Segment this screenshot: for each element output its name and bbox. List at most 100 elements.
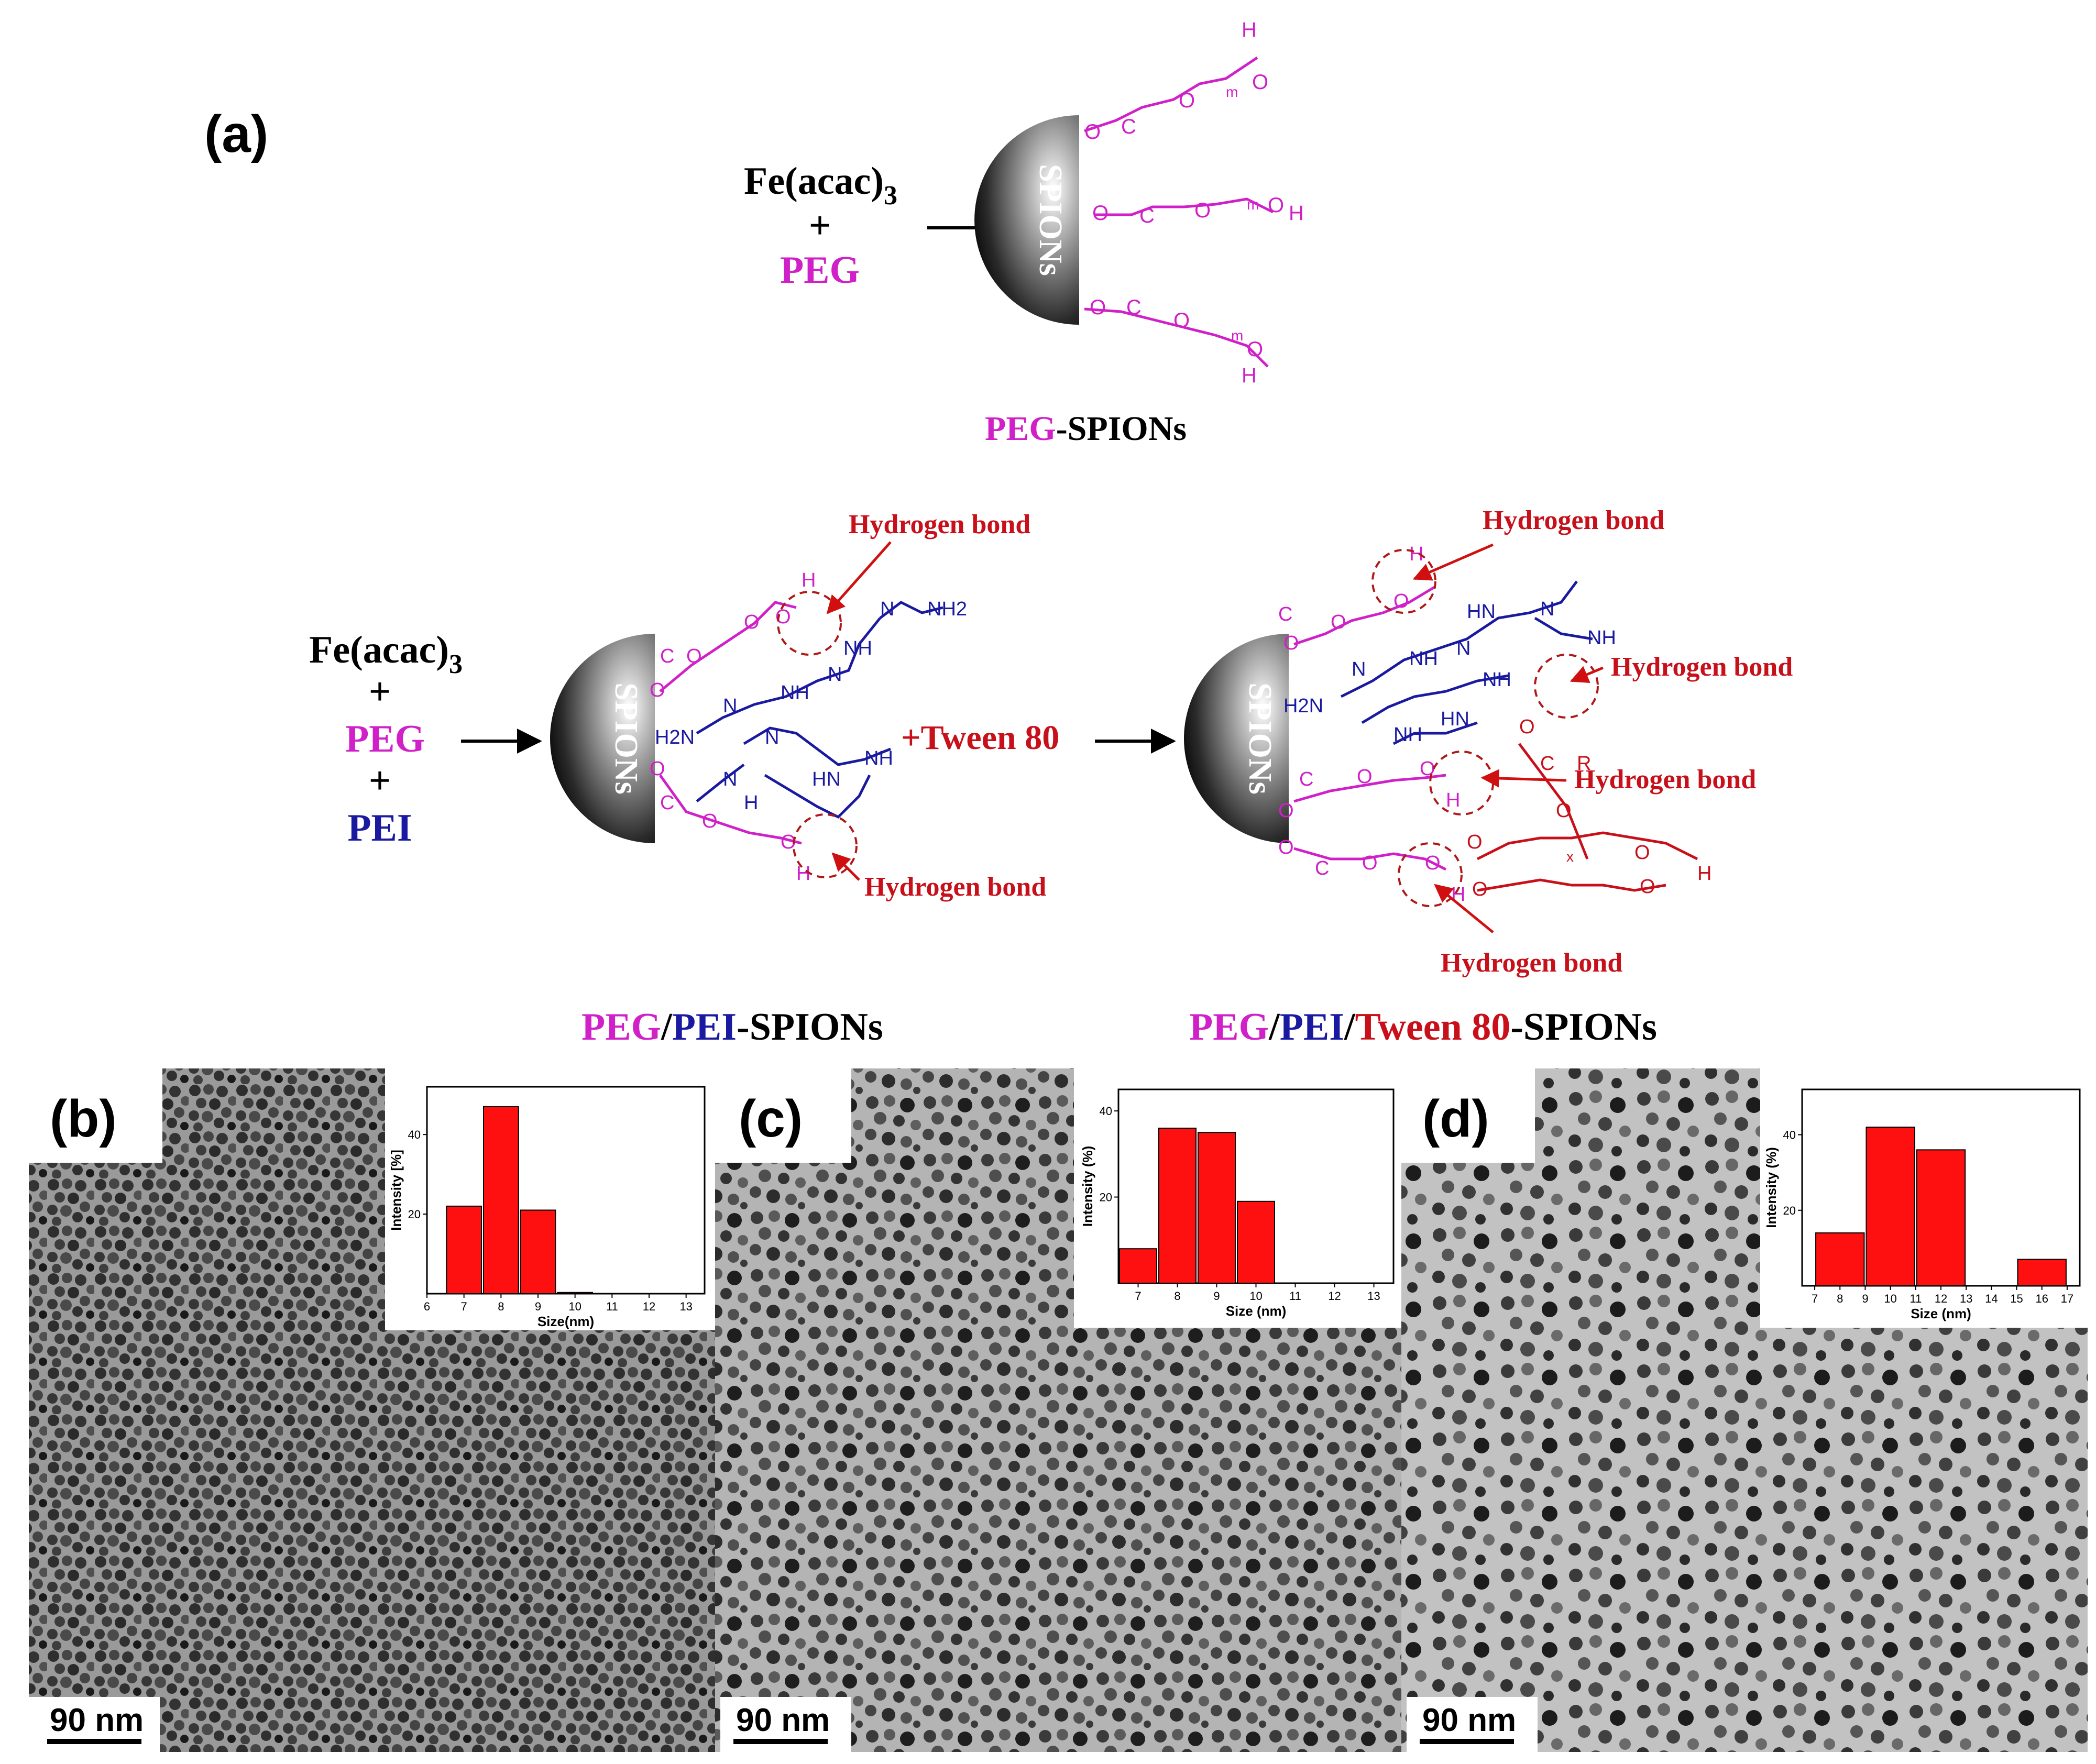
y-axis-label: Intensity [%] (388, 1150, 404, 1231)
histogram-bar (1916, 1149, 1966, 1286)
label-box-d (1401, 1068, 1535, 1163)
hbond-arrow-right-1 (1412, 543, 1494, 581)
svg-text:N: N (1352, 658, 1366, 680)
scale-bar-label-b: 90 nm (50, 1702, 144, 1738)
scale-bar-label-c: 90 nm (736, 1702, 830, 1738)
peg-atoms-right: O C O O H O C O O H O C O O H (1278, 543, 1465, 906)
svg-text:O: O (744, 611, 760, 633)
reaction-2: Fe(acac)3 + PEG + PEI SPIONs H2N (309, 505, 1793, 1049)
svg-text:N: N (723, 695, 737, 717)
hbond-label-mid-top: Hydrogen bond (849, 510, 1030, 539)
hbond-label-right-2: Hydrogen bond (1611, 652, 1793, 682)
x-tick-label: 9 (1213, 1289, 1220, 1303)
svg-text:m: m (1231, 327, 1243, 344)
histogram-bar (520, 1209, 556, 1294)
caption-peg-spions: PEG-SPIONs (985, 410, 1187, 448)
peg-atoms-mid: O C O O O H O C O O H (650, 569, 816, 885)
svg-text:NH: NH (781, 682, 809, 704)
svg-text:O: O (1393, 590, 1409, 612)
x-tick-label: 8 (1174, 1289, 1180, 1303)
label-box-c (715, 1068, 851, 1163)
x-tick-label: 6 (424, 1300, 430, 1313)
plus-sign-1: + (369, 670, 391, 713)
svg-text:O: O (1084, 120, 1101, 144)
x-tick-label: 11 (1289, 1289, 1301, 1303)
reaction-1: Fe(acac)3 + PEG SPIONs O C O m O O C O m (744, 18, 1304, 448)
pei-atoms-right: H2N N NH N HN N NH NH NH HN (1283, 598, 1616, 746)
x-tick-label: 7 (1135, 1289, 1141, 1303)
spion-core-label-pei: SPIONs (608, 682, 644, 795)
svg-text:H: H (744, 792, 758, 814)
panel-c-label: (c) (739, 1089, 803, 1148)
svg-text:O: O (1252, 71, 1268, 94)
svg-text:O: O (1362, 852, 1378, 874)
svg-text:C: C (1121, 115, 1136, 138)
reagent-pei: PEI (347, 807, 412, 850)
svg-text:C: C (1315, 857, 1329, 879)
x-axis-label: Size (nm) (1226, 1303, 1287, 1319)
histogram-bar (1865, 1127, 1915, 1287)
histogram-bar (2017, 1259, 2067, 1287)
histogram-bar (1198, 1132, 1236, 1284)
y-tick-label: 20 (1783, 1204, 1796, 1217)
y-tick-label: 40 (408, 1128, 421, 1141)
svg-text:O: O (702, 810, 718, 832)
svg-text:O: O (1173, 309, 1190, 332)
x-tick-label: 13 (1960, 1292, 1972, 1305)
reagent-peg-2: PEG (345, 718, 425, 760)
x-tick-label: 10 (1884, 1292, 1896, 1305)
svg-text:O: O (686, 645, 702, 667)
reagent-fe-subscript: 3 (884, 181, 897, 211)
svg-text:O: O (1425, 852, 1441, 874)
svg-text:O: O (1179, 89, 1195, 112)
spion-sphere (974, 115, 1079, 325)
x-tick-label: 16 (2035, 1292, 2048, 1305)
peg-chains-mid (659, 601, 802, 845)
svg-text:x: x (1566, 848, 1574, 865)
hbond-arrow-right-3 (1480, 769, 1567, 788)
svg-text:O: O (1634, 842, 1650, 864)
svg-text:O: O (1472, 878, 1488, 900)
svg-text:O: O (650, 758, 665, 780)
svg-text:O: O (1640, 876, 1655, 898)
svg-text:O: O (1357, 766, 1373, 788)
hbond-label-right-4: Hydrogen bond (1441, 948, 1622, 978)
x-tick-label: 14 (1985, 1292, 1998, 1305)
svg-text:C: C (1126, 296, 1142, 319)
svg-text:C: C (660, 792, 674, 814)
svg-text:NH2: NH2 (927, 598, 967, 620)
spion-core-label-tween: SPIONs (1242, 682, 1278, 795)
svg-text:H: H (802, 569, 816, 591)
x-tick-label: 8 (498, 1300, 504, 1313)
histogram-bar (1119, 1248, 1157, 1284)
svg-text:HN: HN (1441, 708, 1469, 730)
svg-text:O: O (1331, 611, 1346, 633)
x-tick-label: 9 (1862, 1292, 1868, 1305)
svg-text:NH: NH (843, 637, 872, 659)
panel-a: (a) Fe(acac)3 + PEG SPIONs O C O m O O C (204, 18, 1793, 1049)
svg-text:NH: NH (1393, 724, 1422, 746)
plus-sign-2: + (369, 759, 391, 802)
reagent-fe-subscript-2: 3 (449, 649, 463, 679)
panel-d-label: (d) (1422, 1089, 1489, 1148)
pei-atoms-mid: H2N N NH N N NH N NH2 NH HN N H (655, 598, 967, 814)
svg-text:H: H (1446, 789, 1460, 811)
x-axis-label: Size (nm) (1911, 1306, 1971, 1321)
panel-a-label: (a) (204, 105, 268, 163)
x-tick-label: 11 (606, 1300, 618, 1313)
svg-text:C: C (1540, 753, 1554, 775)
x-tick-label: 8 (1837, 1292, 1843, 1305)
svg-text:N: N (880, 598, 894, 620)
reagent-peg: PEG (780, 249, 860, 292)
svg-text:C: C (660, 645, 674, 667)
y-tick-label: 20 (408, 1208, 421, 1221)
svg-text:m: m (1226, 84, 1238, 100)
svg-text:H: H (1697, 863, 1711, 885)
hbond-arrow-right-4 (1434, 884, 1494, 933)
svg-text:O: O (650, 679, 665, 701)
svg-text:N: N (1456, 637, 1471, 659)
svg-text:O: O (1556, 800, 1572, 822)
